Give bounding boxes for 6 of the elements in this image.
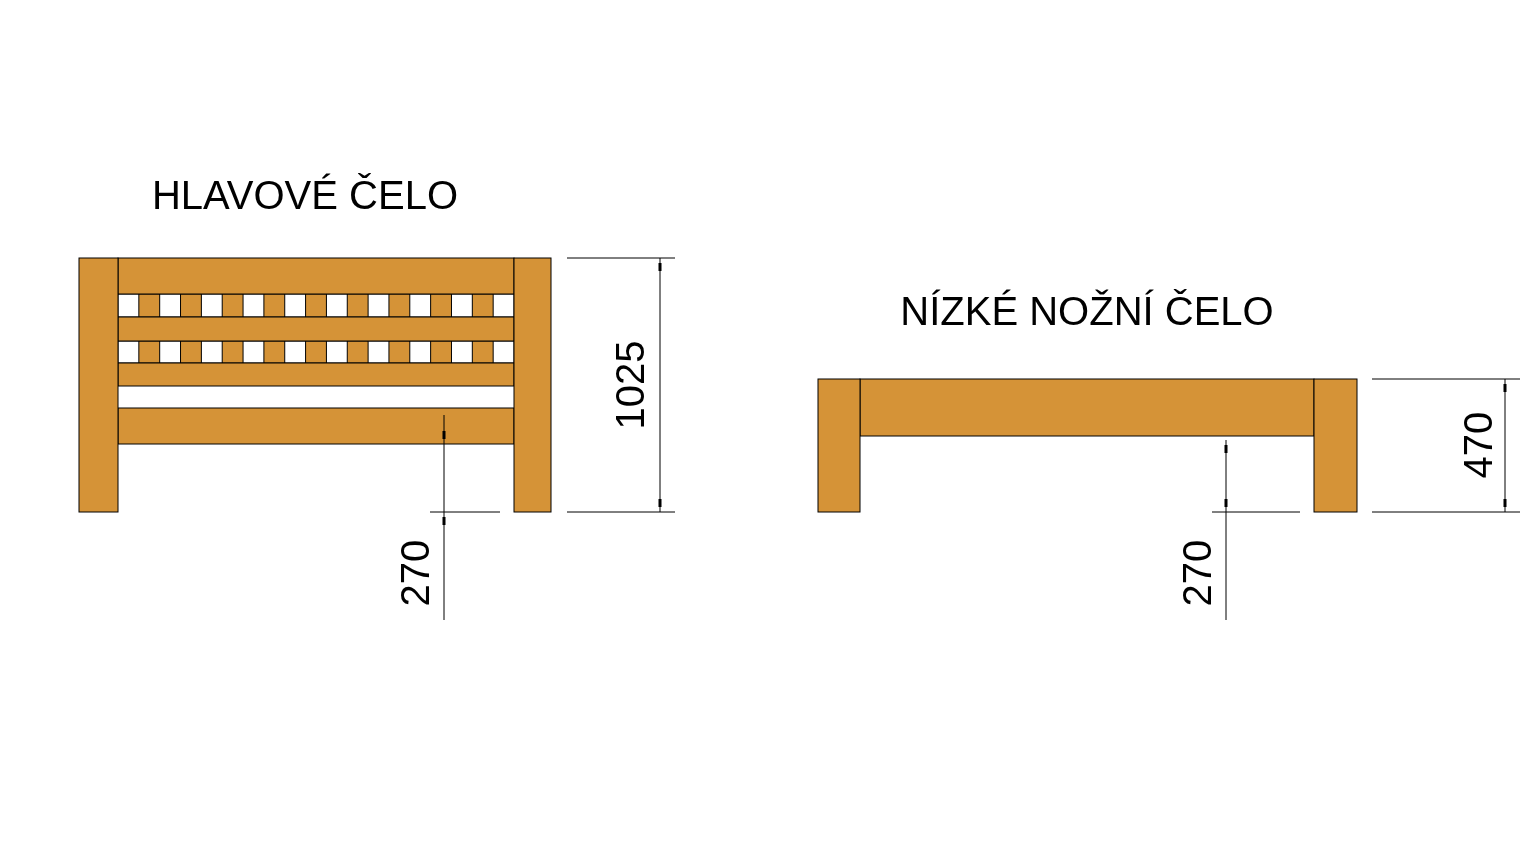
dimension-value: 270: [1177, 539, 1217, 607]
dimension-value: 470: [1458, 411, 1498, 479]
dimension-value: 1025: [610, 340, 650, 430]
dimension-value: 270: [395, 539, 435, 607]
view-title: HLAVOVÉ ČELO: [152, 175, 458, 215]
view-title: NÍZKÉ NOŽNÍ ČELO: [900, 291, 1274, 331]
